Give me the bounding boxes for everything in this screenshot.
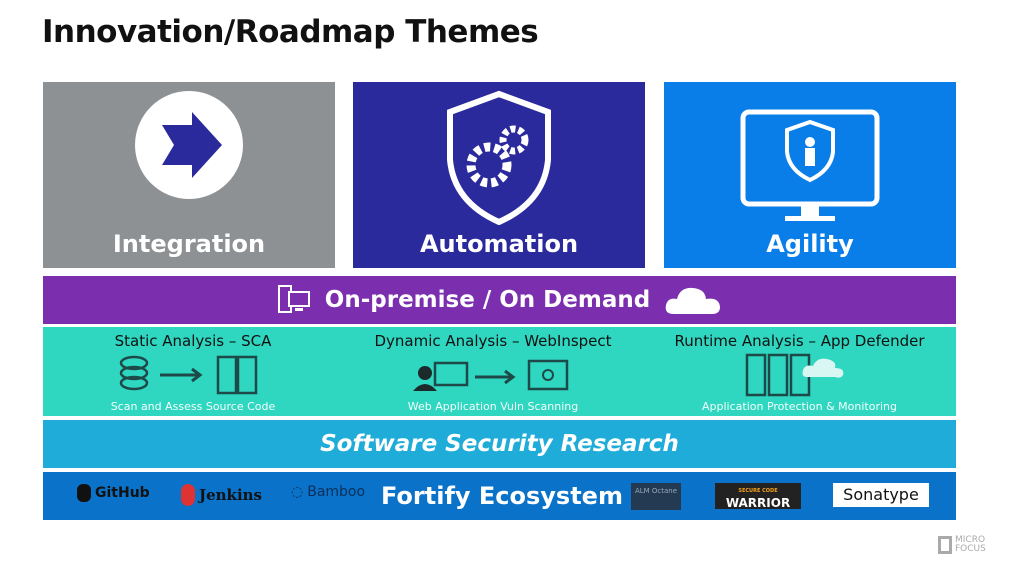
analysis-subtext: Application Protection & Monitoring (701, 400, 897, 413)
tile-integration: Integration (43, 82, 335, 268)
logo-text: Bamboo (307, 484, 366, 500)
runtime-analysis: Runtime Analysis – App Defender Applicat… (643, 327, 956, 416)
tile-label: Integration (112, 230, 266, 258)
database-to-server-icon (119, 355, 258, 395)
logo-text: GitHub (95, 485, 150, 501)
ecosystem-bar: GitHub Jenkins ◌Bamboo Fortify Ecosystem… (43, 472, 956, 520)
brand-text: MICRO FOCUS (955, 535, 986, 554)
static-analysis: Static Analysis – SCA Scan and Assess So… (43, 327, 343, 416)
user-to-monitor-icon (413, 359, 569, 391)
cloud-icon (665, 287, 721, 314)
tile-agility: Agility (664, 82, 956, 268)
analysis-subtext: Web Application Vuln Scanning (407, 400, 579, 413)
micro-focus-icon (938, 536, 952, 554)
deployment-bar: On-premise / On Demand (43, 276, 956, 324)
tile-label: Agility (766, 230, 854, 258)
analysis-heading: Runtime Analysis – App Defender (674, 332, 925, 350)
octocat-icon (77, 484, 91, 502)
logo-text: Jenkins (199, 486, 262, 504)
research-bar: Software Security Research (43, 420, 956, 468)
micro-focus-logo: MICRO FOCUS (938, 536, 995, 554)
github-logo: GitHub (77, 484, 150, 502)
shield-gears-icon (447, 90, 551, 225)
bamboo-icon: ◌ (291, 484, 304, 500)
analysis-heading: Dynamic Analysis – WebInspect (374, 332, 612, 350)
alm-octane-logo: ALM Octane (631, 483, 681, 510)
secure-code-warrior-logo: SECURE CODE WARRIOR (715, 483, 801, 509)
bamboo-logo: ◌Bamboo (291, 484, 365, 500)
arrow-icon (135, 91, 243, 199)
analysis-heading: Static Analysis – SCA (114, 332, 272, 350)
analysis-subtext: Scan and Assess Source Code (110, 400, 276, 413)
server-monitor-icon (277, 285, 310, 313)
tile-automation: Automation (353, 82, 645, 268)
analysis-bar: Static Analysis – SCA Scan and Assess So… (43, 327, 956, 416)
logo-text: WARRIOR (725, 496, 791, 510)
servers-cloud-icon (745, 353, 843, 397)
dynamic-analysis: Dynamic Analysis – WebInspect Web Applic… (343, 327, 643, 416)
sonatype-logo: Sonatype (833, 483, 929, 507)
tile-label: Automation (419, 230, 579, 258)
jenkins-logo: Jenkins (181, 484, 262, 506)
research-label: Software Security Research (320, 431, 679, 457)
logo-text: SECURE CODE (738, 488, 778, 494)
jenkins-icon (181, 484, 195, 506)
page-title: Innovation/Roadmap Themes (42, 14, 539, 50)
deployment-label: On-premise / On Demand (324, 287, 651, 313)
monitor-shield-icon (740, 109, 880, 221)
ecosystem-label: Fortify Ecosystem (381, 482, 623, 510)
